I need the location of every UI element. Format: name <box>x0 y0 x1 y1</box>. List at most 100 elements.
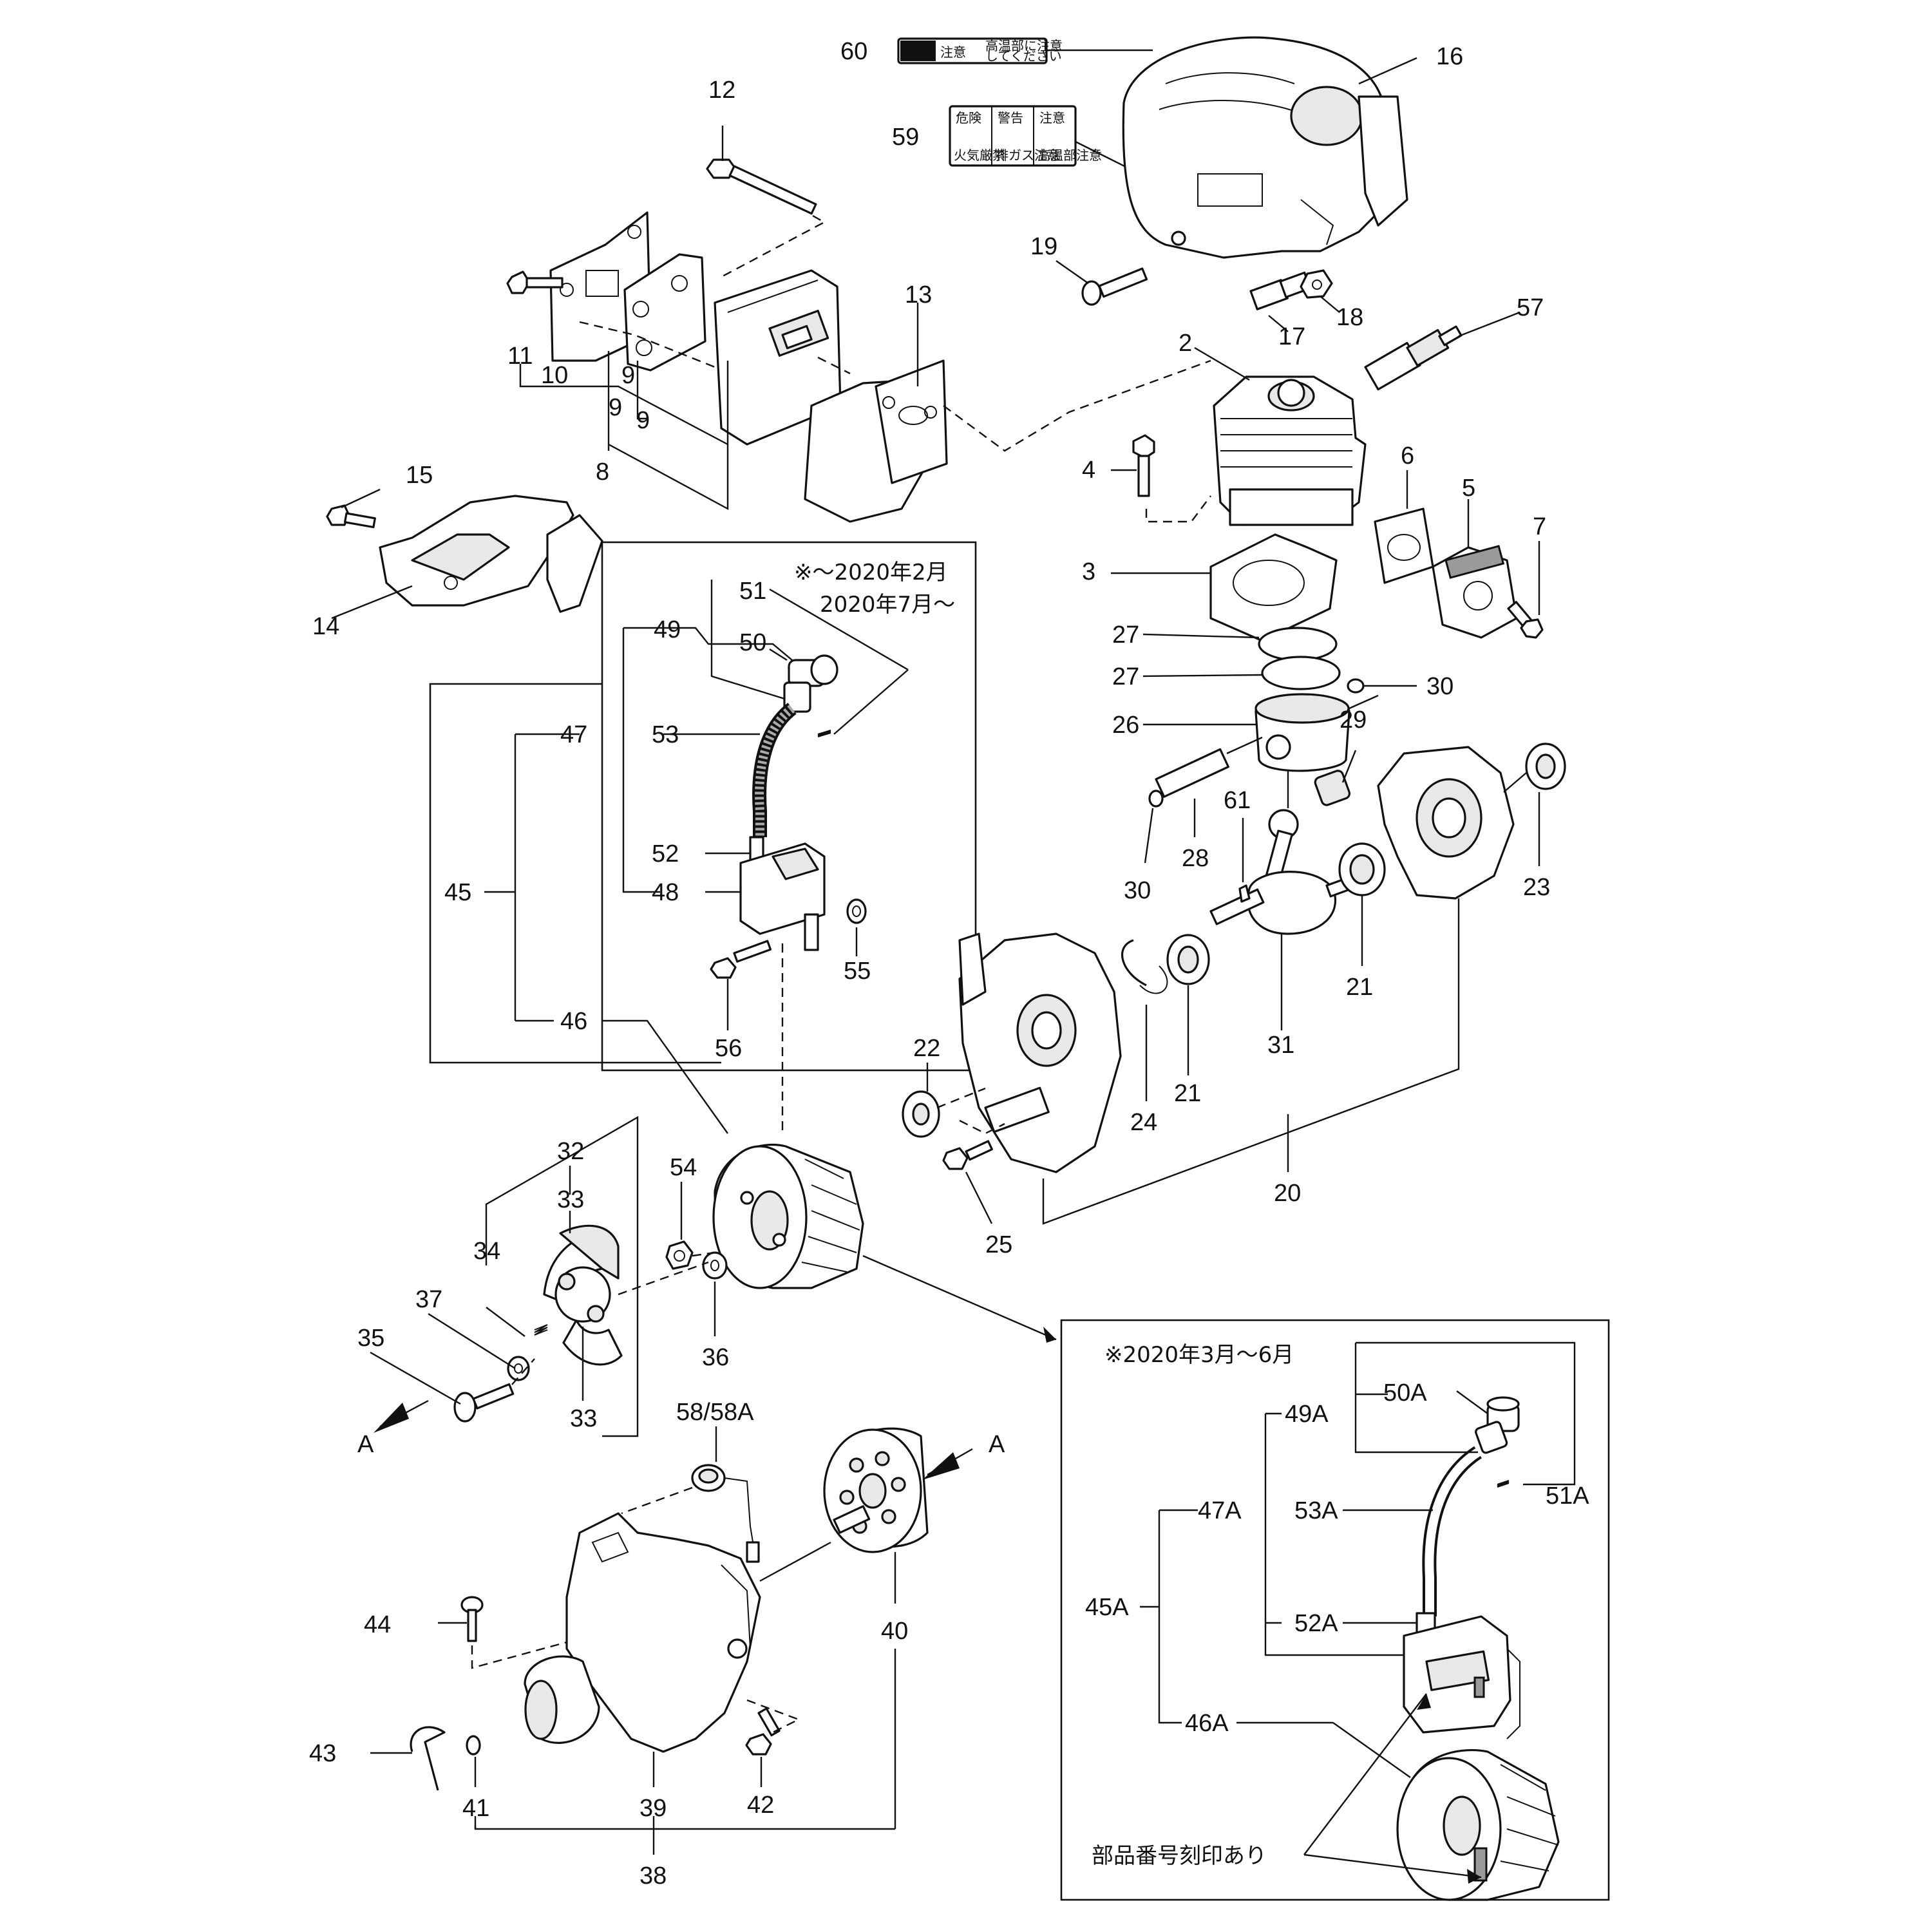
spark-plug-57 <box>1364 325 1463 391</box>
seal-22 <box>902 1090 940 1138</box>
decal-60-text: 注意 <box>940 44 966 60</box>
callout-9-c: 9 <box>636 407 650 434</box>
screw-19 <box>1081 267 1148 306</box>
decal-59: 危険 警告 注意 火気厳禁 排ガス注意 高温部注意 <box>949 105 1102 167</box>
callout-8: 8 <box>596 459 609 486</box>
callout-59: 59 <box>892 124 919 151</box>
coil-detail-box-2020-3-6 <box>1060 1319 1610 1901</box>
bolt-11 <box>506 270 564 294</box>
callout-58-58A: 58/58A <box>676 1399 754 1426</box>
callout-50A: 50A <box>1383 1379 1427 1406</box>
decal-60: 注意 高温部に注意 してください <box>897 37 1063 64</box>
callout-28: 28 <box>1182 845 1209 872</box>
view-arrow-a-left <box>374 1399 429 1433</box>
callout-2: 2 <box>1179 330 1192 357</box>
callout-53: 53 <box>652 721 679 748</box>
flywheel-46 <box>712 1143 864 1289</box>
callout-22: 22 <box>913 1035 940 1062</box>
decal-59-sub-1: 火気厳禁 <box>954 147 1005 163</box>
clutch-drum-40 <box>823 1427 929 1553</box>
callout-57: 57 <box>1517 294 1544 321</box>
screw-15 <box>326 504 376 529</box>
callout-43: 43 <box>309 1740 336 1767</box>
decal-59-sub-2: 排ガス注意 <box>996 147 1060 163</box>
crankcase-half-left-20 <box>958 933 1122 1173</box>
callout-A-right: A <box>989 1431 1005 1458</box>
callout-54: 54 <box>670 1154 697 1181</box>
seal-23 <box>1525 743 1566 790</box>
circlip-30-b <box>1148 790 1164 808</box>
callout-21-a: 21 <box>1174 1080 1201 1107</box>
insulator-6 <box>1374 507 1434 584</box>
callout-20: 20 <box>1274 1180 1301 1207</box>
bolt-17 <box>1249 271 1312 310</box>
washer-36 <box>702 1251 728 1280</box>
callout-47A: 47A <box>1198 1497 1242 1524</box>
ignition-coil-48A <box>1403 1612 1520 1739</box>
callout-52A: 52A <box>1294 1610 1338 1637</box>
callout-30-b: 30 <box>1124 877 1151 904</box>
key-61 <box>1238 884 1251 903</box>
ignition-outer-bracket <box>429 683 721 1064</box>
callout-27-b: 27 <box>1112 663 1139 690</box>
note-period-a2: 2020年7月～ <box>820 592 955 618</box>
bracket-14 <box>379 495 603 613</box>
circlip-30-a <box>1347 678 1365 694</box>
callout-9-b: 9 <box>621 362 635 389</box>
cylinder-2 <box>1213 375 1367 526</box>
callout-44: 44 <box>364 1611 391 1638</box>
callout-21-b: 21 <box>1346 974 1373 1001</box>
plug-cap-50A <box>1475 1396 1520 1454</box>
switch-58 <box>691 1464 760 1563</box>
retaining-ring-41 <box>466 1735 481 1756</box>
callout-18: 18 <box>1336 304 1363 331</box>
crankcase-half-right-20 <box>1377 746 1515 900</box>
callout-45: 45 <box>444 879 471 906</box>
bearing-21-a <box>1166 934 1210 985</box>
callout-12: 12 <box>708 77 735 104</box>
callout-38: 38 <box>639 1862 667 1889</box>
callout-60: 60 <box>840 38 867 65</box>
bolt-25 <box>942 1140 993 1170</box>
clutch-shoes-33 <box>543 1224 623 1366</box>
ignition-coil-48 <box>739 836 826 951</box>
decal-59-text-3: 注意 <box>1039 110 1065 126</box>
callout-26: 26 <box>1112 712 1139 739</box>
callout-25: 25 <box>985 1231 1012 1258</box>
callout-15: 15 <box>406 462 433 489</box>
piston-rings-27 <box>1258 627 1341 690</box>
callout-35: 35 <box>357 1325 384 1352</box>
bolt-56 <box>710 940 772 979</box>
screw-44 <box>460 1596 484 1642</box>
needle-bearing-29 <box>1314 770 1351 806</box>
heat-shield-13 <box>804 359 948 523</box>
callout-34: 34 <box>473 1238 500 1265</box>
callout-7: 7 <box>1533 513 1546 540</box>
bearing-21-b <box>1338 842 1386 896</box>
callout-46A: 46A <box>1185 1710 1229 1737</box>
ignition-group-box <box>601 541 977 1072</box>
callout-46: 46 <box>560 1008 587 1035</box>
callout-49A: 49A <box>1285 1401 1329 1428</box>
callout-23: 23 <box>1523 874 1550 901</box>
callout-61: 61 <box>1224 787 1251 814</box>
callout-11: 11 <box>507 343 533 370</box>
piston-26 <box>1255 693 1350 772</box>
note-period-b: ※2020年3月～6月 <box>1104 1342 1294 1368</box>
callout-4: 4 <box>1082 457 1095 484</box>
callout-53A: 53A <box>1294 1497 1338 1524</box>
callout-24: 24 <box>1130 1109 1157 1136</box>
callout-27-a: 27 <box>1112 621 1139 649</box>
callout-A-left: A <box>357 1431 374 1458</box>
callout-50: 50 <box>739 629 766 656</box>
bolt-4 <box>1132 434 1155 497</box>
view-arrow-a-right <box>922 1448 973 1480</box>
callout-48: 48 <box>652 879 679 906</box>
callout-45A: 45A <box>1085 1594 1129 1621</box>
callout-40: 40 <box>881 1618 908 1645</box>
bolt-12 <box>706 158 817 215</box>
callout-33-b: 33 <box>570 1405 597 1432</box>
bolt-35 <box>453 1383 515 1423</box>
nut-54 <box>665 1240 694 1270</box>
callout-10: 10 <box>541 362 568 389</box>
